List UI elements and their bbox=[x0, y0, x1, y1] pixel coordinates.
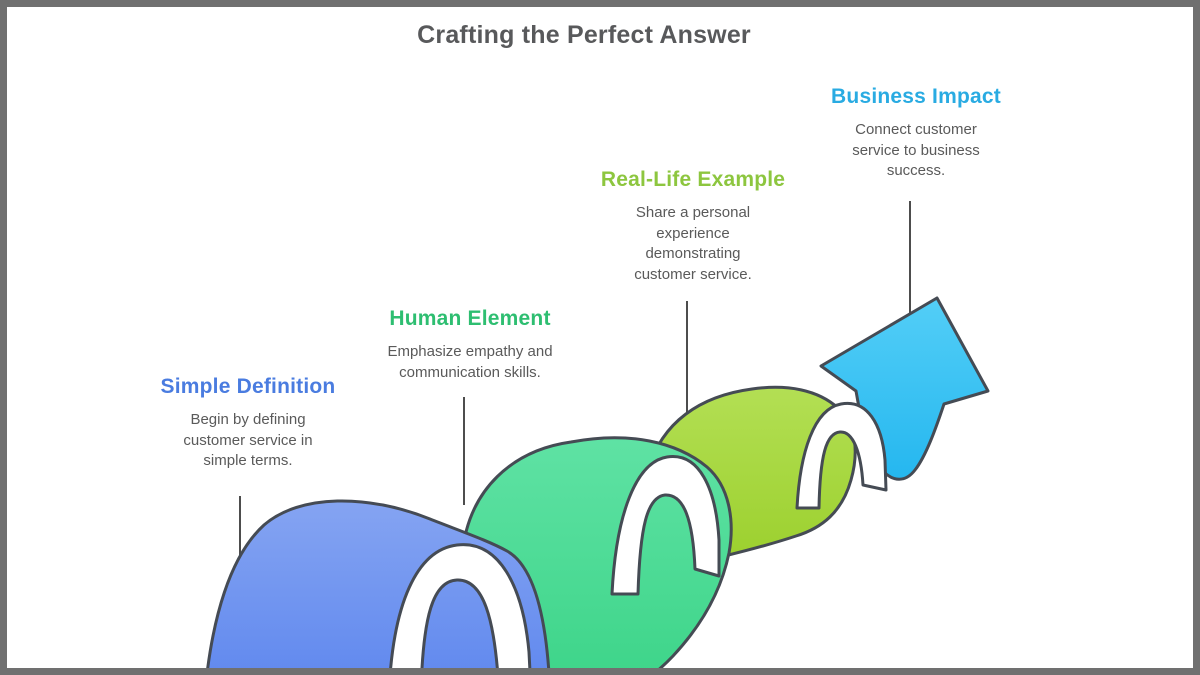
ribbon-curl-2 bbox=[610, 455, 721, 596]
step-description: Share a personal experience demonstratin… bbox=[634, 204, 752, 284]
step-description: Emphasize empathy and communication skil… bbox=[387, 343, 553, 381]
diagram-title: Crafting the Perfect Answer bbox=[417, 21, 751, 49]
step-heading: Human Element bbox=[389, 307, 551, 330]
step-heading: Simple Definition bbox=[160, 375, 336, 398]
step-block-business-impact: Business Impact Connect customer service… bbox=[809, 85, 1023, 182]
step-description: Connect customer service to business suc… bbox=[852, 121, 980, 180]
step-description: Begin by defining customer service in si… bbox=[183, 411, 313, 470]
step-block-real-life-example: Real-Life Example Share a personal exper… bbox=[593, 168, 793, 286]
step-block-simple-definition: Simple Definition Begin by defining cust… bbox=[136, 375, 360, 472]
step-block-human-element: Human Element Emphasize empathy and comm… bbox=[355, 307, 585, 383]
ribbon-curl-1 bbox=[389, 543, 532, 668]
step-heading: Real-Life Example bbox=[600, 168, 786, 191]
ribbon-curl-3 bbox=[795, 401, 888, 510]
step-heading: Business Impact bbox=[831, 85, 1001, 108]
ribbon-segment-simple-definition bbox=[206, 499, 551, 668]
